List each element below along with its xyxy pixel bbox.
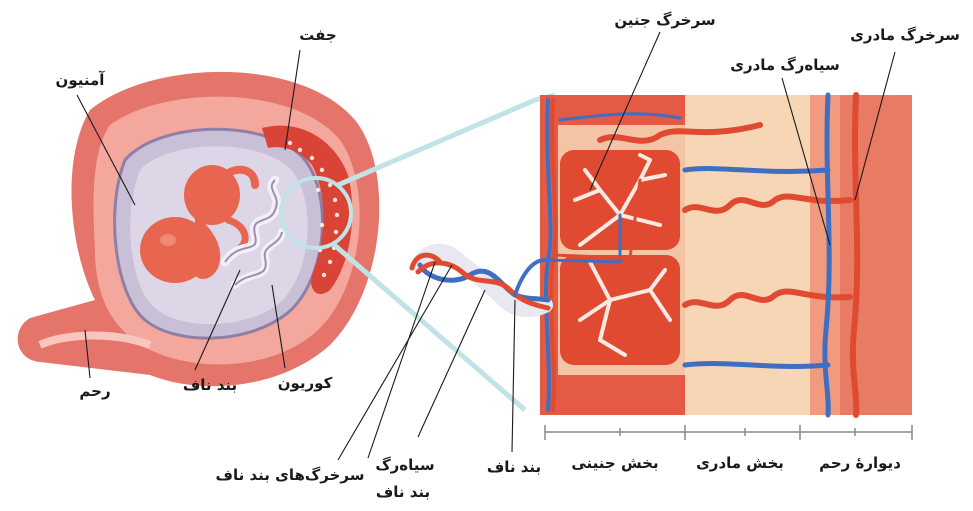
label-fetal-artery: سرخرگ جنین <box>614 11 715 29</box>
label-uterine-wall: دیوارهٔ رحم <box>819 454 901 472</box>
label-umbilical-cord-left: بند ناف <box>183 376 237 394</box>
label-umbilical-cord-right: بند ناف <box>487 458 541 476</box>
label-umbilical-arteries: سرخرگ‌های بند ناف <box>216 466 365 484</box>
cross-section <box>412 95 912 440</box>
label-uterus: رحم <box>79 382 110 400</box>
label-maternal-vein: سیاه‌رگ مادری <box>730 56 840 74</box>
zone-brackets <box>545 425 912 440</box>
label-umbilical-vein-1: سیاه‌رگ <box>375 456 434 474</box>
label-umbilical-vein-2: بند ناف <box>376 483 430 501</box>
villi-tree-lower <box>560 255 680 365</box>
label-fetal-part: بخش جنینی <box>571 454 658 472</box>
label-maternal-artery: سرخرگ مادری <box>850 26 960 44</box>
uterus-illustration <box>18 72 380 386</box>
label-placenta: جفت <box>299 26 337 44</box>
label-amnion: آمنیون <box>56 71 106 89</box>
label-maternal-part: بخش مادری <box>696 454 784 472</box>
label-chorion: کوریون <box>278 374 333 392</box>
